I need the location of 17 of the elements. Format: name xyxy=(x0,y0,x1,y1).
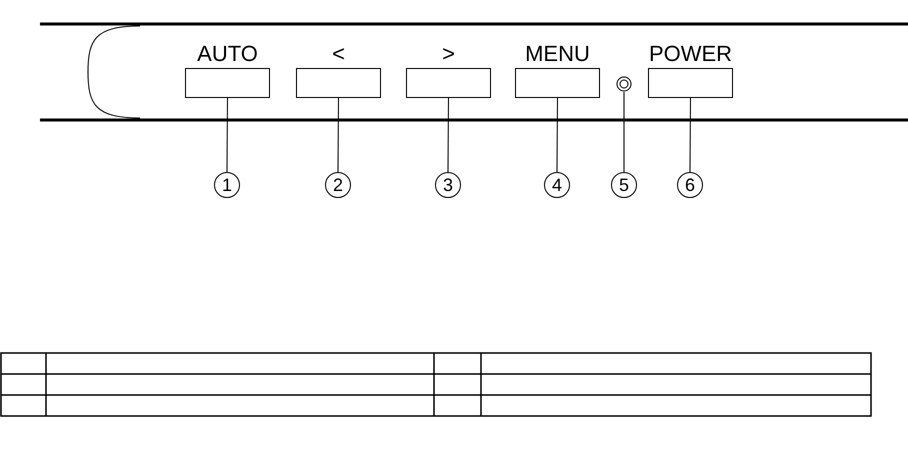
leader-line xyxy=(338,98,339,172)
callout-number: 3 xyxy=(435,172,461,198)
button-label: AUTO xyxy=(196,42,259,66)
indicator-light xyxy=(616,76,632,92)
callout-number: 6 xyxy=(677,172,703,198)
button-label: MENU xyxy=(524,42,591,66)
button-label: > xyxy=(441,42,456,66)
leader-line xyxy=(226,98,228,172)
callout-number: 2 xyxy=(325,172,351,198)
callout-number: 1 xyxy=(214,172,240,198)
button-label: < xyxy=(331,42,346,66)
callout-number: 4 xyxy=(544,172,570,198)
leader-line xyxy=(690,98,691,172)
button-label: POWER xyxy=(648,42,733,66)
callout-number: 5 xyxy=(611,172,637,198)
leader-line xyxy=(556,98,558,172)
leader-line xyxy=(448,98,449,172)
